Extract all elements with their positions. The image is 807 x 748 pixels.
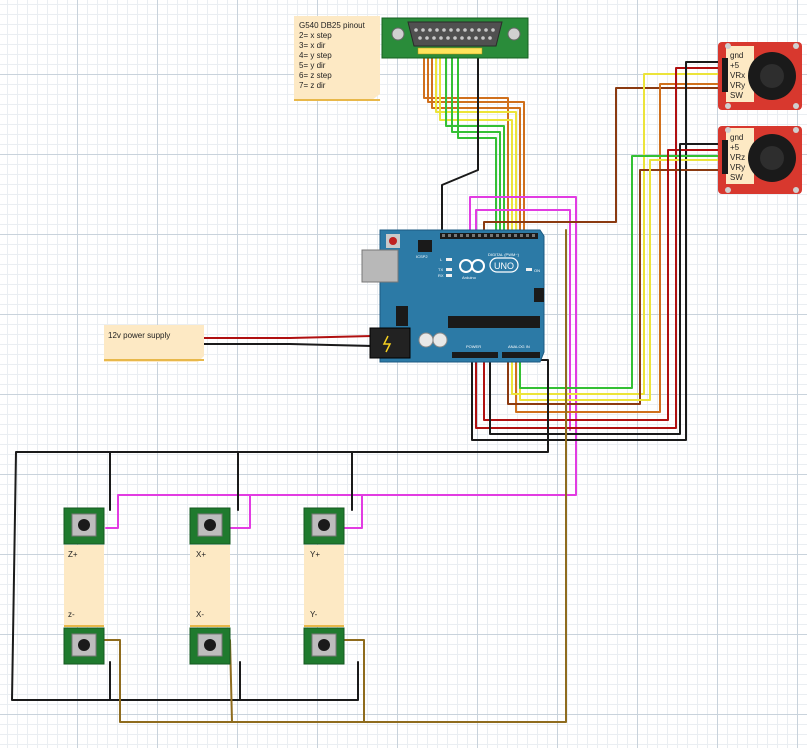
js1-pin-vrx: VRx <box>730 71 745 80</box>
icsp-label: ICSP2 <box>416 254 428 259</box>
pinout-line-2: 3= x dir <box>299 41 326 50</box>
label-x-minus: X- <box>196 610 204 619</box>
wire-js2-vrz-green <box>519 155 725 389</box>
wire-power-black <box>203 343 373 347</box>
wire-magenta-x <box>225 494 251 529</box>
led-on-label: ON <box>534 268 540 273</box>
led-rx-label: RX <box>438 273 444 278</box>
led-tx-label: TX <box>438 267 443 272</box>
power-supply-note: 12v power supply <box>104 325 204 362</box>
js2-pin-sw: SW <box>730 173 743 182</box>
joystick-module-2[interactable]: gnd +5 VRz VRy SW <box>718 126 802 194</box>
pinout-line-3: 4= y step <box>299 51 332 60</box>
pushbutton-y-minus[interactable] <box>303 627 345 665</box>
wire-js1-vry-orange <box>515 83 725 413</box>
js1-pin-gnd: gnd <box>730 51 743 60</box>
wire-js1-vrx-yellow <box>511 73 725 395</box>
db25-connector[interactable] <box>381 17 529 59</box>
js1-pin-vry: VRy <box>730 81 745 90</box>
js2-pin-vrz: VRz <box>730 153 745 162</box>
label-y-plus: Y+ <box>310 550 320 559</box>
power-header <box>452 352 498 358</box>
js2-pin-5v: +5 <box>730 143 740 152</box>
wire-gnd-bottom-y <box>239 661 359 701</box>
wire-pin5-orange <box>431 49 521 237</box>
power-label: POWER <box>466 344 481 349</box>
pinout-line-4: 5= y dir <box>299 61 326 70</box>
wire-power-red <box>203 335 373 339</box>
js1-pin-sw: SW <box>730 91 743 100</box>
pushbutton-z-minus[interactable] <box>63 627 105 665</box>
wire-js1-gnd-black <box>471 61 725 441</box>
label-y-minus: Y- <box>310 610 318 619</box>
atmega-chip <box>448 316 540 328</box>
arduino-uno[interactable]: DIGITAL (PWM~) ICSP2 L TX RX ON Arduino … <box>361 229 545 363</box>
wire-pin4-yellow <box>435 49 517 237</box>
arduino-logo-text: UNO <box>494 261 514 271</box>
pushbutton-z-plus[interactable] <box>63 507 105 545</box>
pushbutton-x-plus[interactable] <box>189 507 231 545</box>
js2-pin-gnd: gnd <box>730 133 743 142</box>
button-label-strips: Z+ z- X+ X- Y+ Y- <box>64 545 344 627</box>
wires <box>11 49 725 723</box>
led-l-label: L <box>440 257 443 262</box>
dc-jack[interactable] <box>369 327 411 359</box>
label-x-plus: X+ <box>196 550 206 559</box>
pinout-line-5: 6= z step <box>299 71 332 80</box>
pinout-line-6: 7= z dir <box>299 81 326 90</box>
wire-pin3-yellow <box>439 49 513 237</box>
js1-pin-5v: +5 <box>730 61 740 70</box>
arduino-brand: Arduino <box>462 275 477 280</box>
wire-magenta-inner <box>475 209 571 431</box>
wire-magenta-y <box>339 494 363 529</box>
label-z-minus: z- <box>68 610 75 619</box>
label-z-plus: Z+ <box>68 550 78 559</box>
js2-pin-vry: VRy <box>730 163 745 172</box>
usb-port[interactable] <box>361 249 399 283</box>
digital-header <box>440 233 538 239</box>
power-supply-label: 12v power supply <box>108 331 170 340</box>
wire-db25-gnd-black <box>441 49 479 235</box>
pushbutton-y-plus[interactable] <box>303 507 345 545</box>
wire-js2-5v-red <box>483 149 725 421</box>
wire-js1-sw-brown <box>483 87 725 237</box>
wire-pin-green <box>451 49 501 237</box>
wire-pin2-green <box>445 49 505 237</box>
wire-js2-gnd-black <box>489 143 725 435</box>
wire-gold-z-minus <box>103 229 567 723</box>
wire-gold-y-minus <box>339 639 365 723</box>
pushbutton-x-minus[interactable] <box>189 627 231 665</box>
wire-pin7-orange <box>423 49 509 237</box>
analog-label: ANALOG IN <box>508 344 530 349</box>
wire-pin6-orange <box>427 49 525 237</box>
analog-header <box>502 352 540 358</box>
wire-js1-5v-red <box>475 67 725 429</box>
digital-label: DIGITAL (PWM~) <box>488 252 520 257</box>
arduino-logo: Arduino UNO <box>459 257 519 280</box>
pinout-note: G540 DB25 pinout 2= x step 3= x dir 4= y… <box>294 16 380 101</box>
wire-gnd-bottom-x <box>109 661 241 701</box>
pinout-line-1: 2= x step <box>299 31 332 40</box>
joystick-module-1[interactable]: gnd +5 VRx VRy SW <box>718 42 802 110</box>
pinout-note-title: G540 DB25 pinout <box>299 21 366 30</box>
wire-magenta-buttons <box>105 196 577 529</box>
